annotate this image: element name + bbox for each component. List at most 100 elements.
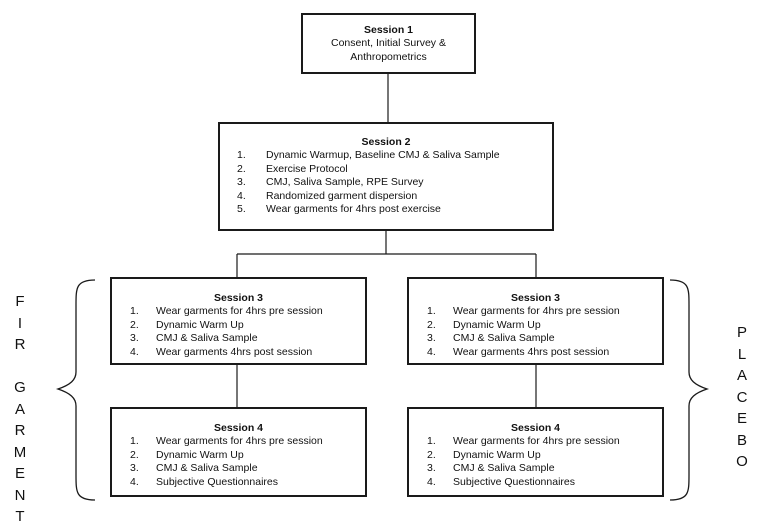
session-2-title: Session 2 — [361, 136, 411, 148]
item-number: 5. — [237, 203, 246, 216]
list-item: 1.Wear garments for 4hrs pre session — [427, 305, 662, 318]
label-letter: F — [15, 293, 25, 310]
item-text: CMJ & Saliva Sample — [453, 332, 555, 345]
item-text: Wear garments for 4hrs pre session — [156, 435, 323, 448]
session-2-box: Session 2 1. Dynamic Warmup, Baseline CMJ… — [218, 122, 554, 231]
session-1-line-1: Consent, Initial Survey & — [331, 37, 446, 50]
label-letter: P — [736, 324, 747, 341]
item-number: 2. — [130, 448, 139, 461]
item-number: 1. — [427, 435, 436, 448]
item-number: 2. — [427, 448, 436, 461]
item-text: Dynamic Warm Up — [156, 318, 244, 331]
item-text: CMJ, Saliva Sample, RPE Survey — [266, 176, 424, 189]
list-item: 4. Wear garments 4hrs post session — [130, 346, 365, 359]
label-letter: I — [17, 314, 23, 332]
label-letter: G — [14, 379, 26, 396]
list-item: 1. Wear garments for 4hrs pre session — [427, 435, 662, 448]
session-2-list: 1. Dynamic Warmup, Baseline CMJ & Saliva … — [237, 149, 552, 216]
item-text: Subjective Questionnaires — [453, 475, 575, 488]
list-item: 2. Dynamic Warm Up — [427, 449, 662, 462]
placebo-session-3-title: Session 3 — [510, 292, 561, 304]
list-item: 2. Exercise Protocol — [237, 163, 552, 176]
list-item: 2. Dynamic Warm Up — [427, 319, 662, 332]
placebo-session-4-box: Session 4 1. Wear garments for 4hrs pre s… — [407, 407, 664, 497]
item-text: Dynamic Warmup, Baseline CMJ & Saliva Sa… — [266, 149, 500, 162]
connector-lines — [55, 74, 710, 501]
fir-session-4-title: Session 4 — [213, 422, 264, 434]
item-number: 1. — [427, 305, 436, 318]
item-number: 2. — [237, 162, 246, 175]
list-item: 3. CMJ & Saliva Sample — [130, 332, 365, 345]
item-number: 2. — [130, 318, 139, 331]
item-number: 1. — [130, 435, 139, 448]
placebo-session-3-list: 1.Wear garments for 4hrs pre session 2. D… — [427, 305, 662, 359]
list-item: 4. Wear garments 4hrs post session — [427, 346, 662, 359]
placebo-label: P L A C E B O — [730, 322, 754, 473]
right-brace — [669, 279, 710, 501]
list-item: 3. CMJ, Saliva Sample, RPE Survey — [237, 176, 552, 189]
item-text: CMJ & Saliva Sample — [156, 332, 258, 345]
label-letter: C — [736, 388, 748, 406]
list-item: 1. Wear garments for 4hrs pre session — [130, 435, 365, 448]
list-item: 4. Randomized garment dispersion — [237, 190, 552, 203]
item-text: CMJ & Saliva Sample — [156, 462, 258, 475]
item-text: Wear garments 4hrs post session — [156, 345, 313, 358]
item-number: 3. — [130, 332, 139, 345]
list-item: 1. Dynamic Warmup, Baseline CMJ & Saliva … — [237, 149, 552, 162]
label-letter: N — [14, 486, 26, 504]
item-number: 3. — [427, 332, 436, 345]
list-item: 5.Wear garments for 4hrs post exercise — [237, 203, 552, 216]
item-number: 4. — [130, 345, 139, 358]
item-text: Dynamic Warm Up — [156, 448, 244, 461]
fir-session-3-title: Session 3 — [213, 292, 264, 304]
item-number: 3. — [237, 176, 246, 189]
item-number: 1. — [237, 149, 246, 162]
label-letter — [8, 356, 32, 378]
fir-session-4-box: Session 4 1. Wear garments for 4hrs pre s… — [110, 407, 367, 497]
list-item: 3. CMJ & Saliva Sample — [427, 332, 662, 345]
item-text: Wear garments 4hrs post session — [453, 345, 610, 358]
item-text: Subjective Questionnaires — [156, 475, 278, 488]
item-text: Wear garments for 4hrs pre session — [453, 435, 620, 448]
item-text: Wear garments for 4hrs pre session — [156, 305, 323, 318]
item-text: Dynamic Warm Up — [453, 318, 541, 331]
placebo-session-4-list: 1. Wear garments for 4hrs pre session 2. D… — [427, 435, 662, 489]
item-text: Dynamic Warm Up — [453, 448, 541, 461]
list-item: 3. CMJ & Saliva Sample — [130, 462, 365, 475]
label-letter: M — [13, 443, 27, 461]
item-number: 3. — [130, 462, 139, 475]
label-letter: O — [736, 453, 748, 470]
fir-session-3-list: 1. Wear garments for 4hrs pre session 2. D… — [130, 305, 365, 359]
label-letter: E — [736, 410, 747, 427]
placebo-session-3-box: Session 3 1.Wear garments for 4hrs pre s… — [407, 277, 664, 365]
connector-s2-branch — [236, 231, 537, 277]
item-number: 2. — [427, 318, 436, 331]
label-letter: T — [15, 508, 25, 525]
label-letter: E — [14, 465, 25, 482]
item-number: 1. — [130, 305, 139, 318]
list-item: 4. Subjective Questionnaires — [427, 476, 662, 489]
label-letter: L — [737, 345, 747, 363]
list-item: 3. CMJ & Saliva Sample — [427, 462, 662, 475]
placebo-session-4-title: Session 4 — [510, 422, 561, 434]
fir-session-4-list: 1. Wear garments for 4hrs pre session 2. D… — [130, 435, 365, 489]
label-letter: R — [14, 336, 26, 353]
item-number: 4. — [130, 475, 139, 488]
item-text: CMJ & Saliva Sample — [453, 462, 555, 475]
list-item: 2. Dynamic Warm Up — [130, 319, 365, 332]
fir-garment-label: F I R G A R M E N T — [8, 291, 32, 528]
item-number: 3. — [427, 462, 436, 475]
item-text: Exercise Protocol — [266, 162, 348, 175]
session-1-box: Session 1 Consent, Initial Survey & Anth… — [301, 13, 476, 74]
item-number: 4. — [237, 189, 246, 202]
fir-session-3-box: Session 3 1. Wear garments for 4hrs pre s… — [110, 277, 367, 365]
item-text: Randomized garment dispersion — [266, 189, 418, 202]
label-letter: R — [14, 422, 26, 439]
item-number: 4. — [427, 345, 436, 358]
list-item: 1. Wear garments for 4hrs pre session — [130, 305, 365, 318]
item-number: 4. — [427, 475, 436, 488]
list-item: 2. Dynamic Warm Up — [130, 449, 365, 462]
label-letter: A — [14, 400, 25, 418]
left-brace — [55, 279, 96, 501]
label-letter: B — [736, 431, 747, 449]
